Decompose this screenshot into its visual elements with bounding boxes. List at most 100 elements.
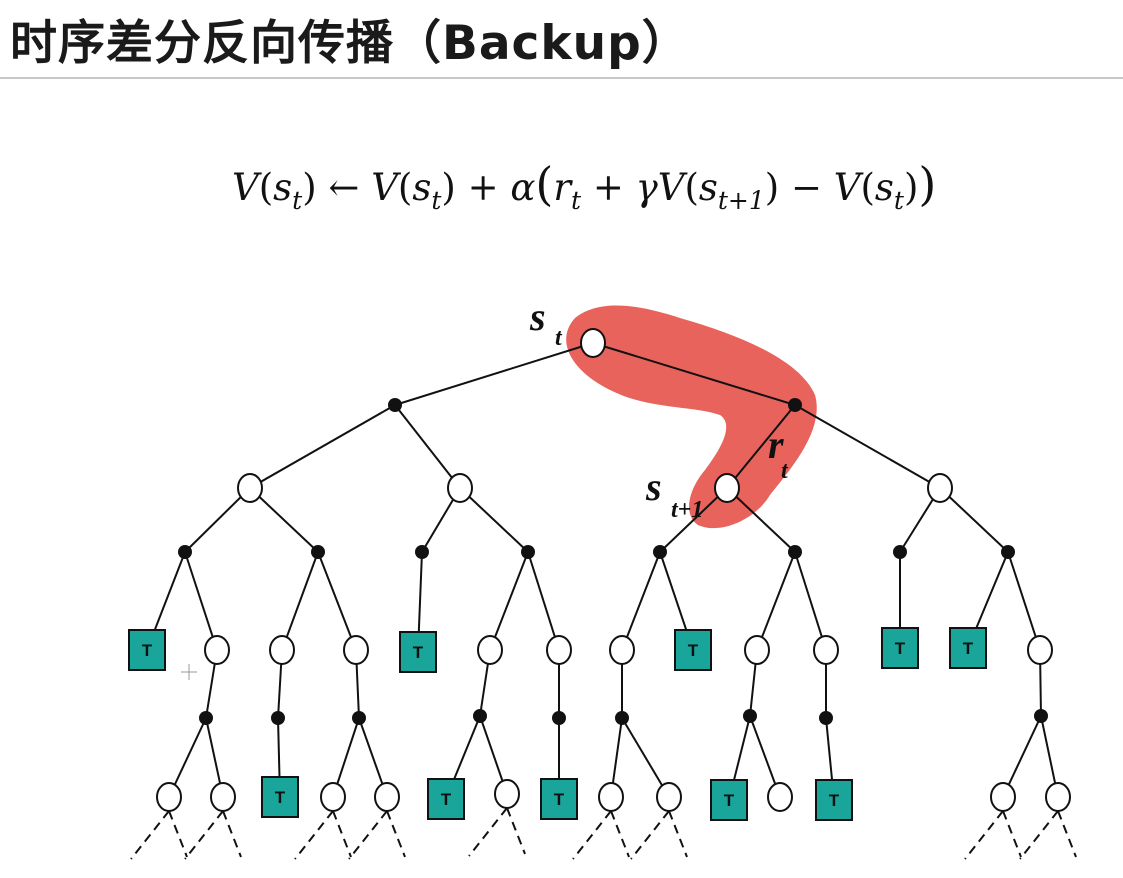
continuation-edge <box>506 807 526 855</box>
action-node <box>1001 545 1015 559</box>
state-node <box>609 635 635 665</box>
formula-part: t <box>431 186 442 215</box>
tree-edge <box>317 551 357 651</box>
tree-edge <box>756 551 796 651</box>
tree-edge <box>281 551 319 651</box>
continuation-edge <box>610 810 630 858</box>
state-node <box>744 635 770 665</box>
terminal-label: T <box>441 790 452 809</box>
action-node <box>615 711 629 725</box>
tree-edges <box>146 342 1059 801</box>
action-node <box>271 711 285 725</box>
td-update-formula: V(st) ← V(st) + α(rt + γV(st+1) − V(st)) <box>232 157 936 215</box>
formula-part: s <box>699 166 718 209</box>
terminal-node <box>427 778 465 820</box>
continuation-edge <box>386 810 406 858</box>
action-node <box>1034 709 1048 723</box>
continuation-edge <box>468 807 508 857</box>
action-node <box>473 709 487 723</box>
continuation-edge <box>184 810 224 860</box>
tree-edge <box>726 487 796 553</box>
formula-text: V(st) ← V(st) + α(rt + γV(st+1) − V(st)) <box>232 157 936 215</box>
action-node <box>178 545 192 559</box>
action-node <box>311 545 325 559</box>
terminal-node <box>710 779 748 821</box>
state-node <box>494 779 520 809</box>
reward-rt-subscript: t <box>781 458 789 484</box>
formula-part: V <box>232 166 262 209</box>
formula-part: + <box>581 166 636 209</box>
tree-edge <box>621 717 670 798</box>
continuation-edge <box>168 810 188 858</box>
state-node <box>813 635 839 665</box>
tree-edge <box>659 487 728 553</box>
tree-edge <box>726 404 796 489</box>
terminal-node <box>881 627 919 669</box>
continuation-edge <box>332 810 352 858</box>
state-st-subscript: t <box>555 325 563 351</box>
continuation-edge <box>1002 810 1022 858</box>
terminal-label: T <box>413 643 424 662</box>
formula-part: V <box>371 166 401 209</box>
state-node <box>269 635 295 665</box>
terminal-node <box>674 629 712 671</box>
state-node <box>374 782 400 812</box>
action-node <box>819 711 833 725</box>
terminal-label: T <box>963 639 974 658</box>
continuation-edge <box>130 810 170 860</box>
continuation-edge <box>1057 810 1077 858</box>
continuation-edge <box>668 810 688 858</box>
tree-edge <box>249 404 396 489</box>
tree-edge <box>794 404 941 489</box>
formula-part: s <box>875 166 894 209</box>
formula-part: t+1 <box>718 186 765 215</box>
action-node <box>415 545 429 559</box>
continuation-edge <box>222 810 242 858</box>
terminal-label: T <box>724 791 735 810</box>
tree-edge <box>489 551 529 651</box>
tree-edge <box>794 551 827 651</box>
state-node <box>156 782 182 812</box>
reward-rt-label: r <box>768 422 784 467</box>
action-node <box>893 545 907 559</box>
tree-edge <box>527 551 560 651</box>
tree-edge <box>394 342 594 406</box>
tree-edge <box>1002 715 1042 798</box>
terminal-node <box>399 631 437 673</box>
diagram-labels: s t r t s t+1 <box>529 294 789 523</box>
terminal-node <box>540 778 578 820</box>
action-node <box>388 398 402 412</box>
action-node <box>788 545 802 559</box>
formula-part: ) ← <box>302 166 371 209</box>
state-node <box>210 782 236 812</box>
state-node <box>990 782 1016 812</box>
state-node <box>1027 635 1053 665</box>
action-node <box>653 545 667 559</box>
state-node <box>343 635 369 665</box>
terminal-label: T <box>829 791 840 810</box>
state-node <box>767 782 793 812</box>
tree-edge <box>939 487 1009 553</box>
terminal-label: T <box>895 639 906 658</box>
tree-edge <box>249 487 319 553</box>
tree-edge <box>184 551 218 651</box>
state-st1-subscript: t+1 <box>671 497 703 523</box>
formula-part: t <box>894 186 905 215</box>
formula-part: t <box>292 186 303 215</box>
terminal-node <box>949 627 987 669</box>
formula-part: t <box>571 186 582 215</box>
action-node <box>521 545 535 559</box>
continuation-edge <box>630 810 670 860</box>
formula-part: V <box>834 166 864 209</box>
formula-part: ) − <box>765 166 834 209</box>
state-node <box>714 473 740 503</box>
backup-highlight <box>566 305 817 529</box>
terminal-node <box>815 779 853 821</box>
terminal-node <box>128 629 166 671</box>
action-node <box>743 709 757 723</box>
state-node <box>204 635 230 665</box>
formula-part: γV <box>636 166 688 209</box>
tree-edge <box>1007 551 1041 651</box>
